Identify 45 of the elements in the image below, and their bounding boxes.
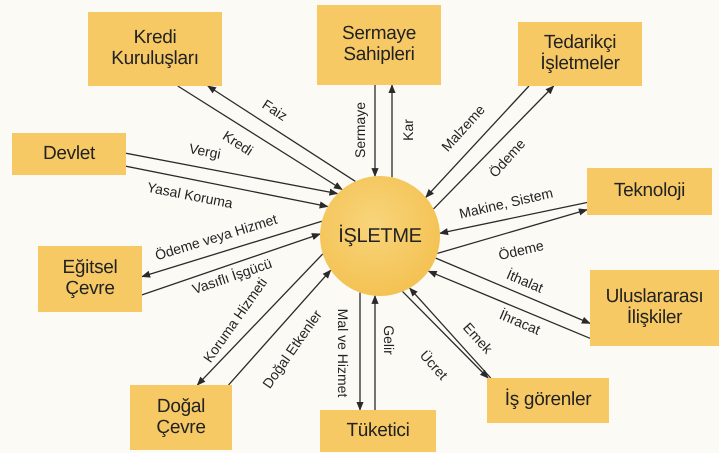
edge-label: Mal ve Hizmet [336, 308, 350, 398]
entity-box [590, 270, 719, 346]
node-label: İş görenler [504, 390, 592, 411]
entity-box [320, 410, 436, 452]
node-label: Doğal Çevre [155, 396, 207, 438]
arrow [436, 258, 591, 324]
arrow [371, 294, 379, 410]
central-circle [320, 176, 440, 296]
arrow [439, 202, 588, 236]
entity-box [88, 12, 222, 86]
arrow [228, 270, 332, 386]
arrow [141, 220, 322, 278]
entity-box [12, 133, 126, 175]
arrow [142, 233, 321, 296]
entity-box [38, 246, 142, 312]
node-label: Kredi Kuruluşları [110, 28, 200, 70]
arrow [126, 152, 338, 196]
arrow [433, 85, 554, 210]
node-label: Eğitsel Çevre [62, 258, 118, 300]
node-label: Tüketici [346, 420, 410, 442]
arrow [196, 253, 324, 386]
arrow [388, 84, 396, 178]
entity-box [487, 378, 609, 423]
node-label: Sermaye Sahipleri [341, 24, 417, 66]
arrow [437, 208, 588, 254]
entity-box [518, 22, 642, 86]
arrow [356, 292, 364, 411]
arrow [207, 85, 356, 182]
node-label: Teknoloji [614, 181, 686, 202]
entity-box [130, 385, 232, 450]
node-label: Uluslararası İlişkiler [604, 287, 704, 329]
arrow [177, 85, 343, 190]
node-label: İŞLETME [338, 225, 422, 247]
node-label: Devlet [42, 144, 96, 164]
node-label: Tedarikçi İşletmeler [539, 33, 621, 75]
edge-label: Sermaye [353, 100, 367, 160]
edge-label: Vergi [187, 140, 223, 162]
arrow [371, 85, 379, 178]
edge-label: Kar [401, 118, 415, 142]
entity-box [317, 5, 441, 85]
arrow [425, 86, 530, 198]
edge-label: Gelir [382, 324, 396, 356]
arrow [126, 166, 329, 208]
entity-box [587, 168, 712, 215]
arrow [428, 270, 590, 339]
